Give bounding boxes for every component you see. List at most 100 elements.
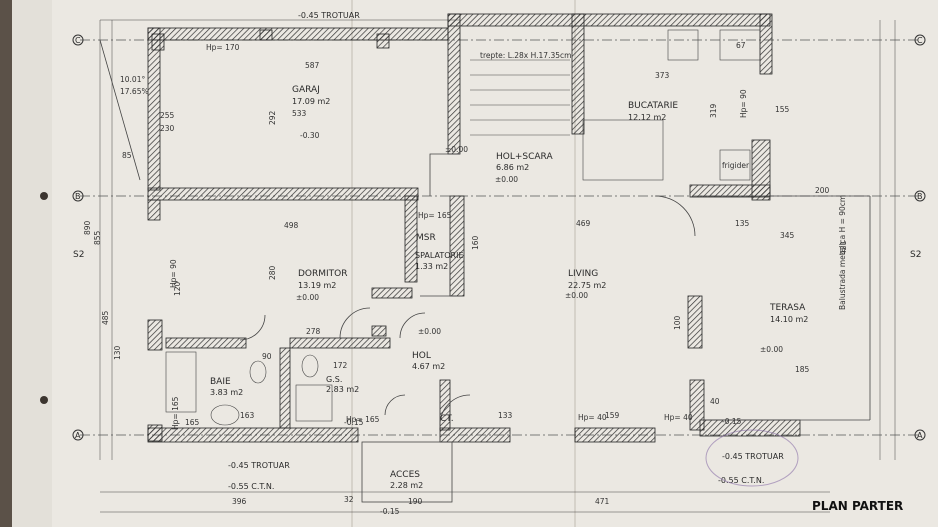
svg-text:319: 319 (709, 103, 718, 118)
svg-text:200: 200 (815, 186, 830, 195)
svg-text:-0.15: -0.15 (722, 417, 742, 426)
svg-text:±0.00: ±0.00 (418, 327, 441, 336)
room-name: GARAJ (292, 85, 320, 95)
binding-hole (40, 192, 48, 200)
room-area: 1.33 m2 (415, 262, 448, 271)
msr-label: MSR (416, 233, 436, 243)
ctn-label: -0.55 C.T.N. (718, 476, 764, 485)
approval-stamp (705, 429, 799, 487)
svg-text:±0.00: ±0.00 (760, 345, 783, 354)
room-name: SPALATORIE (415, 251, 464, 260)
room-area: 2.28 m2 (390, 481, 423, 490)
trotuar-label: -0.45 TROTUAR (722, 452, 784, 461)
room-labels: GARAJ 17.09 m2 BUCATARIE 12.12 m2 HOL+SC… (210, 85, 808, 490)
trotuar-label: -0.45 TROTUAR (228, 461, 290, 470)
svg-text:Hp= 165: Hp= 165 (418, 211, 452, 220)
svg-text:32: 32 (344, 495, 354, 504)
svg-text:278: 278 (306, 327, 321, 336)
room-area: 6.86 m2 (496, 163, 529, 172)
svg-text:S2: S2 (73, 250, 84, 260)
svg-text:160: 160 (471, 235, 480, 250)
room-name: BUCATARIE (628, 101, 678, 111)
room-name: HOL+SCARA (496, 152, 553, 162)
svg-text:485: 485 (101, 310, 110, 325)
svg-text:±0.00: ±0.00 (495, 175, 518, 184)
walls (147, 13, 801, 443)
level-marks: -0.30 ±0.00 ±0.00 ±0.00 ±0.00 ±0.00 ±0.0… (296, 131, 783, 516)
fridge-label: frigider (722, 161, 750, 170)
room-area: 2.83 m2 (326, 385, 359, 394)
paper-margin (12, 0, 52, 527)
svg-text:-0.15: -0.15 (344, 418, 364, 427)
room-area: 17.09 m2 (292, 97, 330, 106)
svg-text:±0.00: ±0.00 (445, 145, 468, 154)
slope-label: 10.01° (120, 75, 145, 84)
svg-text:159: 159 (605, 411, 620, 420)
svg-text:Hp= 170: Hp= 170 (206, 43, 240, 52)
svg-text:587: 587 (305, 61, 320, 70)
svg-text:130: 130 (113, 345, 122, 360)
room-area: 22.75 m2 (568, 281, 606, 290)
room-name: DORMITOR (298, 269, 348, 279)
svg-text:100: 100 (673, 315, 682, 330)
svg-text:±0.00: ±0.00 (565, 291, 588, 300)
svg-text:280: 280 (268, 265, 277, 280)
ctn-label: -0.55 C.T.N. (228, 482, 274, 491)
svg-text:421: 421 (839, 240, 848, 255)
room-name: LIVING (568, 269, 598, 279)
room-name: ACCES (390, 470, 420, 480)
svg-text:255: 255 (160, 111, 175, 120)
plan-title: PLAN PARTER (812, 499, 903, 513)
binding-hole (40, 396, 48, 404)
svg-text:292: 292 (268, 110, 277, 125)
annotations: -0.45 TROTUAR -0.45 TROTUAR -0.55 C.T.N.… (120, 11, 847, 491)
svg-text:Hp= 40: Hp= 40 (664, 413, 693, 422)
svg-text:172: 172 (333, 361, 348, 370)
interior-lines (99, 39, 871, 503)
svg-text:185: 185 (795, 365, 810, 374)
svg-text:40: 40 (710, 397, 720, 406)
svg-text:A: A (917, 431, 923, 440)
svg-text:67: 67 (736, 41, 746, 50)
svg-text:345: 345 (780, 231, 795, 240)
svg-text:373: 373 (655, 71, 670, 80)
svg-text:230: 230 (160, 124, 175, 133)
svg-text:190: 190 (408, 497, 423, 506)
furniture (165, 29, 761, 426)
svg-text:533: 533 (292, 109, 307, 118)
balustrade-label: Balustrada metalica H = 90cm (838, 195, 847, 310)
svg-text:C: C (917, 36, 923, 45)
room-name: BAIE (210, 377, 231, 387)
axis-labels: C B A C B A S2 S2 (72, 34, 926, 441)
svg-text:890: 890 (83, 220, 92, 235)
svg-text:165: 165 (185, 418, 200, 427)
svg-text:Hp= 90: Hp= 90 (169, 259, 178, 288)
ct-label: CT. (440, 414, 454, 424)
room-name: G.S. (326, 375, 342, 384)
room-name: TERASA (769, 303, 806, 313)
room-area: 4.67 m2 (412, 362, 445, 371)
room-name: HOL (412, 351, 431, 361)
svg-text:Hp= 165: Hp= 165 (346, 415, 380, 424)
svg-text:-0.30: -0.30 (300, 131, 320, 140)
svg-text:85: 85 (122, 151, 132, 160)
svg-text:498: 498 (284, 221, 299, 230)
svg-text:163: 163 (240, 411, 255, 420)
svg-text:120: 120 (173, 281, 182, 296)
svg-text:396: 396 (232, 497, 247, 506)
svg-text:155: 155 (775, 105, 790, 114)
svg-text:Hp= 40: Hp= 40 (578, 413, 607, 422)
slope-label: 17.65% (120, 87, 149, 96)
svg-text:133: 133 (498, 411, 513, 420)
room-area: 13.19 m2 (298, 281, 336, 290)
trotuar-label: -0.45 TROTUAR (298, 11, 360, 20)
svg-text:90: 90 (262, 352, 272, 361)
svg-text:469: 469 (576, 219, 591, 228)
room-area: 3.83 m2 (210, 388, 243, 397)
svg-text:C: C (75, 36, 81, 45)
dimension-lines (99, 19, 896, 513)
svg-text:A: A (75, 431, 81, 440)
svg-text:B: B (917, 192, 923, 201)
stair-label: trepte: L.28x H.17.35cm (480, 51, 571, 60)
room-area: 14.10 m2 (770, 315, 808, 324)
